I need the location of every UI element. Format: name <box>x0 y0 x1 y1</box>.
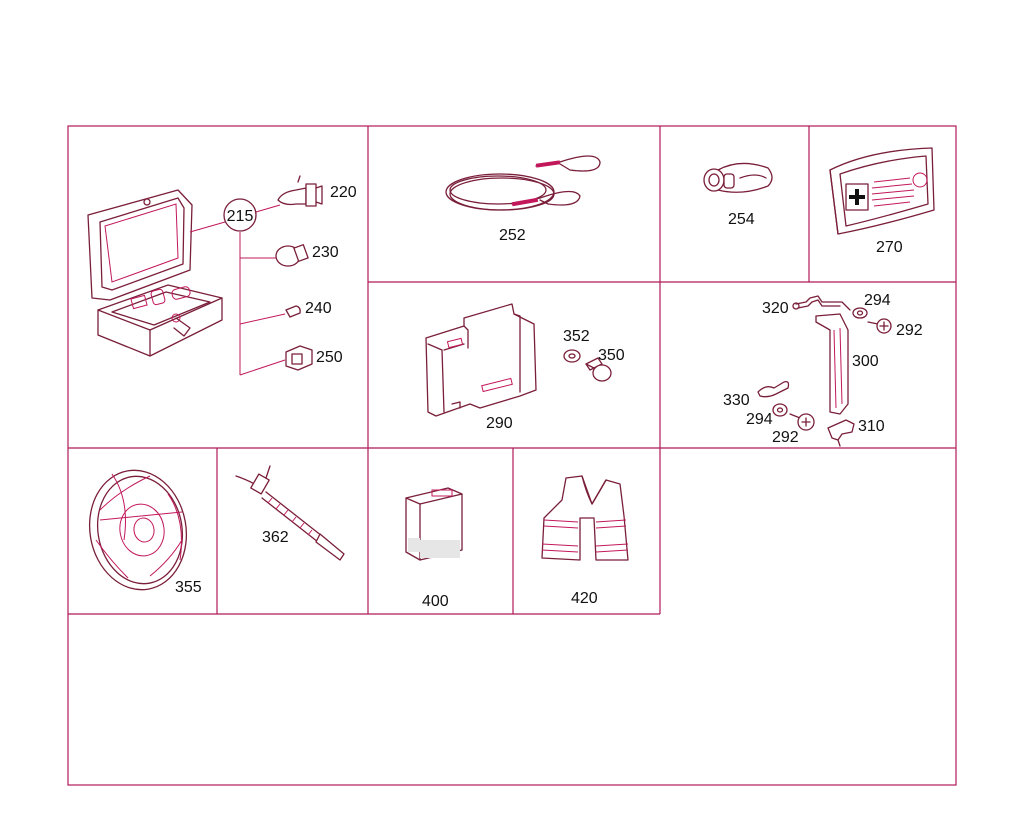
part-label-310: 310 <box>858 418 885 435</box>
snow-chain-355-illustration <box>88 469 188 591</box>
part-label-220: 220 <box>330 184 357 201</box>
washer-294-top-illustration <box>852 307 868 319</box>
part-label-294-top: 294 <box>864 292 891 309</box>
screw-292-top-illustration <box>867 318 892 334</box>
leader-lines-215 <box>189 204 286 376</box>
clip-310-illustration <box>827 419 855 447</box>
part-label-292-top: 292 <box>896 322 923 339</box>
flex-rod-362-illustration <box>235 465 345 561</box>
washer-352-illustration <box>563 349 581 363</box>
first-aid-kit-270-illustration <box>829 147 935 235</box>
part-label-300: 300 <box>852 353 879 370</box>
part-labels: 215 220 230 240 250 252 254 270 290 352 … <box>175 184 923 610</box>
bracket-320-illustration <box>792 295 851 311</box>
bulb-kit-box-illustration <box>87 189 223 357</box>
screw-292-bottom-illustration <box>789 413 815 431</box>
safety-vest-420-illustration <box>541 475 629 561</box>
bolt-350-illustration <box>585 357 612 382</box>
bracket-330-illustration <box>757 380 790 398</box>
washer-294-bottom-illustration <box>772 403 788 417</box>
part-label-352: 352 <box>563 328 590 345</box>
part-label-330: 330 <box>723 392 750 409</box>
part-label-294-bottom: 294 <box>746 411 773 428</box>
part-label-355: 355 <box>175 579 202 596</box>
part-label-292-bottom: 292 <box>772 429 799 446</box>
part-label-290: 290 <box>486 415 513 432</box>
diagram-frame <box>67 125 957 786</box>
part-label-254: 254 <box>728 211 755 228</box>
part-label-230: 230 <box>312 244 339 261</box>
shackle-254-illustration <box>703 162 773 193</box>
bulb-230-illustration <box>275 244 309 267</box>
tow-cable-252-illustration <box>445 155 601 211</box>
part-label-420: 420 <box>571 590 598 607</box>
part-label-400: 400 <box>422 593 449 610</box>
part-label-320: 320 <box>762 300 789 317</box>
part-label-250: 250 <box>316 349 343 366</box>
strap-300-illustration <box>815 313 849 415</box>
part-label-362: 362 <box>262 529 289 546</box>
part-label-270: 270 <box>876 239 903 256</box>
part-label-350: 350 <box>598 347 625 364</box>
part-label-240: 240 <box>305 300 332 317</box>
bulb-240-illustration <box>285 305 301 318</box>
bracket-290-illustration <box>425 303 537 417</box>
part-label-215: 215 <box>227 208 254 225</box>
bulb-250-illustration <box>285 345 313 371</box>
part-label-252: 252 <box>499 227 526 244</box>
box-400-illustration <box>405 487 463 561</box>
callout-circle-215 <box>223 198 257 232</box>
halogen-bulb-220-illustration <box>277 175 323 207</box>
